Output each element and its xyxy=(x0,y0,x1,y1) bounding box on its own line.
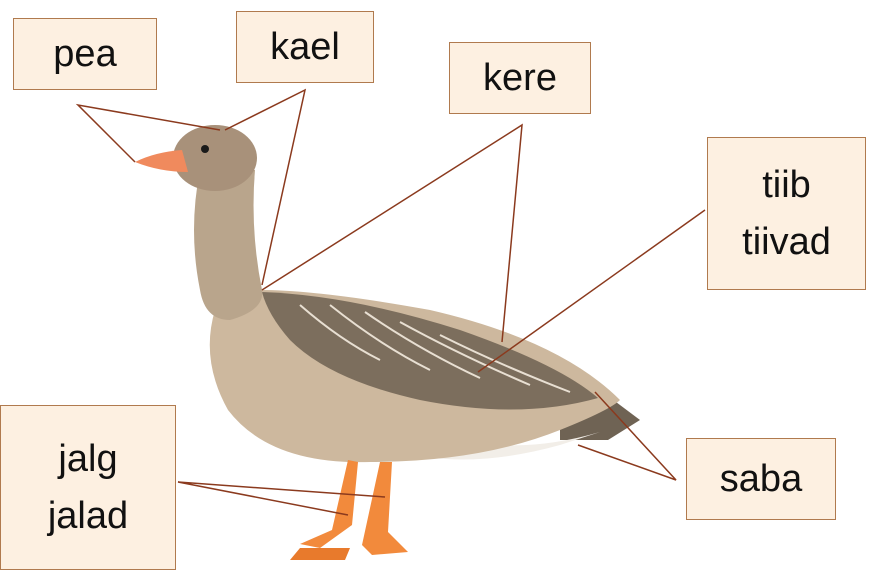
goose-eye xyxy=(201,145,209,153)
label-tiib: tiib tiivad xyxy=(707,137,866,290)
goose-head xyxy=(173,125,257,191)
label-kael-text: kael xyxy=(270,19,340,76)
label-saba: saba xyxy=(686,438,836,520)
label-pea: pea xyxy=(13,18,157,90)
goose-neck xyxy=(194,170,262,320)
goose-leg-right xyxy=(362,462,408,555)
label-kael: kael xyxy=(236,11,374,83)
label-kere: kere xyxy=(449,42,591,114)
goose-beak xyxy=(135,150,188,172)
goose-leg-left xyxy=(300,460,358,548)
label-jalg-singular: jalg xyxy=(58,431,117,488)
label-tiib-plural: tiivad xyxy=(742,214,831,271)
label-saba-text: saba xyxy=(720,451,802,508)
label-jalg-plural: jalad xyxy=(48,488,128,545)
label-kere-text: kere xyxy=(483,50,557,107)
label-tiib-singular: tiib xyxy=(762,157,811,214)
label-jalg: jalg jalad xyxy=(0,405,176,570)
goose-foot xyxy=(290,548,350,560)
label-pea-text: pea xyxy=(53,26,116,83)
